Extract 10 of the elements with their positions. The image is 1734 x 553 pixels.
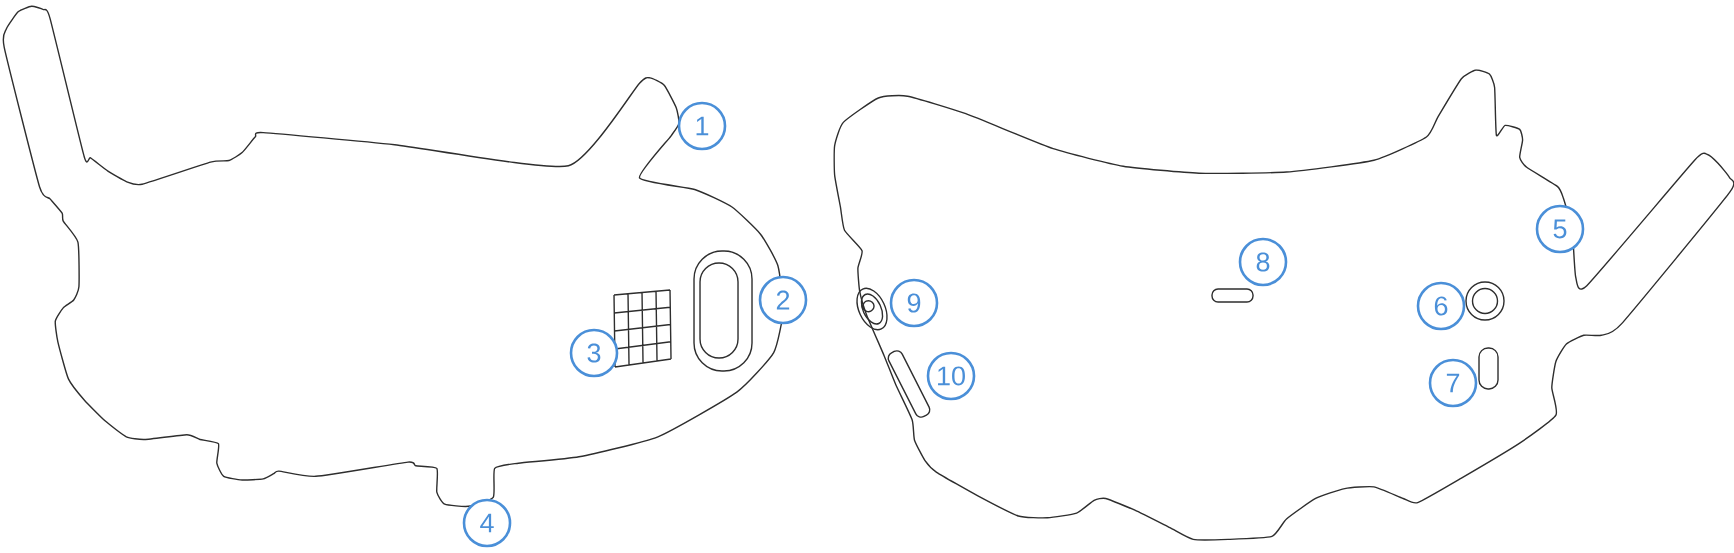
callout-number: 9 bbox=[889, 278, 939, 328]
callout-number: 8 bbox=[1238, 237, 1288, 287]
callout-number: 6 bbox=[1416, 281, 1466, 331]
callout-number: 1 bbox=[677, 101, 727, 151]
callout-number: 5 bbox=[1535, 204, 1585, 254]
callout-number: 7 bbox=[1428, 358, 1478, 408]
callout-number: 10 bbox=[926, 351, 976, 401]
callout-number: 2 bbox=[758, 275, 808, 325]
callout-number: 3 bbox=[569, 328, 619, 378]
callout-number: 4 bbox=[462, 498, 512, 548]
